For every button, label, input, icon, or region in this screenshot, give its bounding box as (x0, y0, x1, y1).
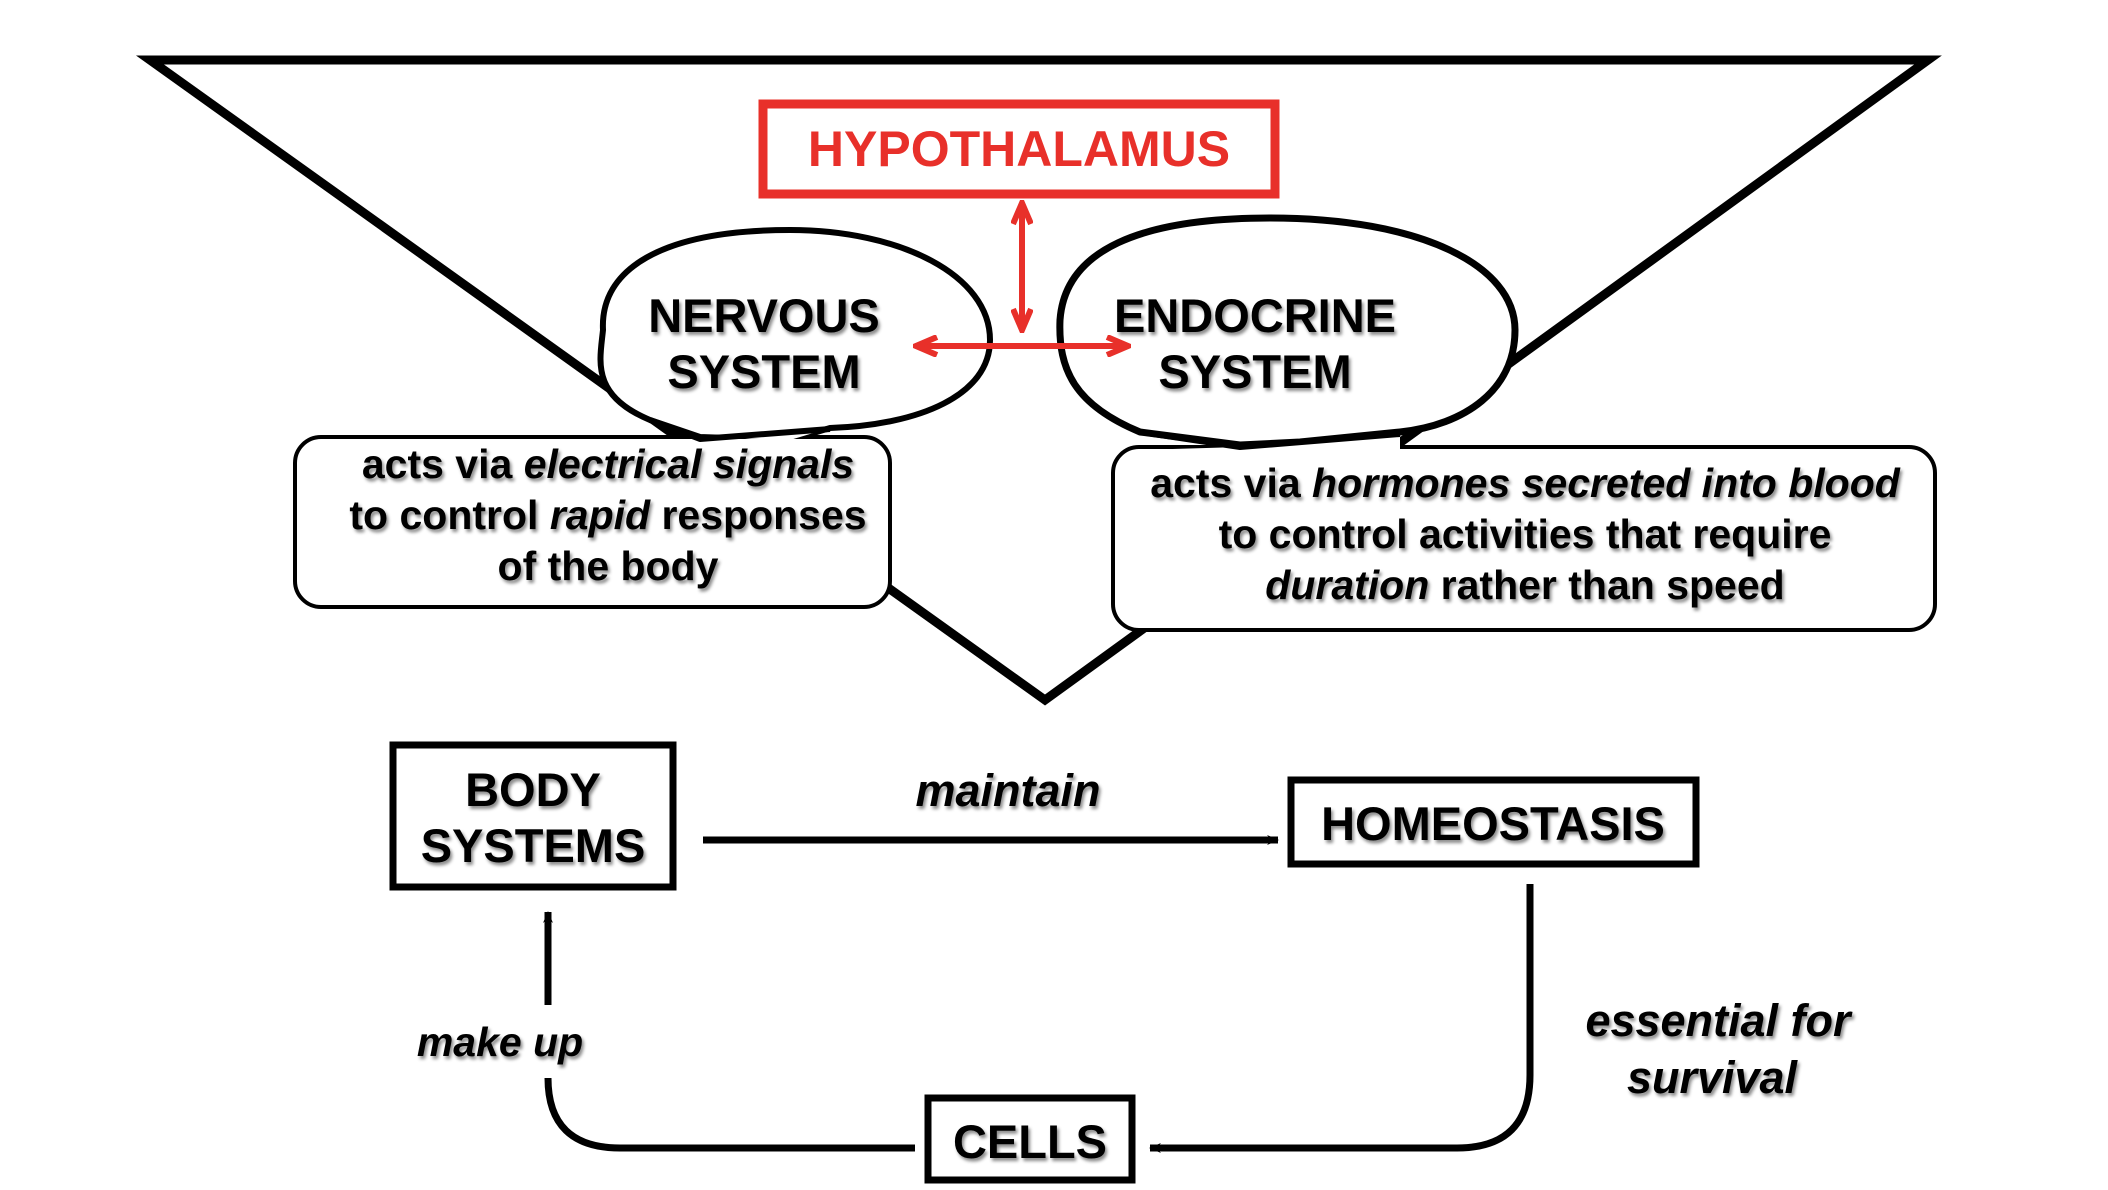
endocrine-callout-box (1111, 445, 1937, 632)
body-systems-box (389, 741, 677, 891)
essential-label-line2: survival (1627, 1052, 1799, 1103)
endocrine-system-bubble (1056, 214, 1519, 449)
endocrine-callout-line2: to control activities that require (1219, 511, 1832, 557)
maintain-label: maintain (915, 765, 1100, 816)
make-up-label: make up (417, 1019, 583, 1065)
nervous-callout-line1: acts via electrical signals (362, 441, 854, 487)
nervous-title-line2: SYSTEM (667, 345, 860, 398)
nervous-system-bubble (597, 227, 993, 443)
hypothalamus-label: HYPOTHALAMUS (808, 121, 1230, 177)
hypothalamus-box (758, 99, 1280, 199)
cells-box (924, 1094, 1136, 1184)
nervous-bubble-tail (648, 417, 831, 442)
homeostasis-label: HOMEOSTASIS (1321, 797, 1665, 850)
nervous-callout-line3: of the body (498, 543, 719, 589)
endocrine-callout-line1: acts via hormones secreted into blood (1150, 460, 1901, 506)
endocrine-callout-line3: duration rather than speed (1265, 562, 1784, 608)
make-up-curve (544, 1077, 915, 1152)
essential-label-line1: essential for (1585, 995, 1853, 1046)
endocrine-bubble-tail (1139, 429, 1401, 450)
endocrine-title-line2: SYSTEM (1158, 345, 1351, 398)
cells-label: CELLS (953, 1115, 1107, 1168)
nervous-title-line1: NERVOUS (648, 289, 880, 342)
endocrine-title-line1: ENDOCRINE (1114, 289, 1396, 342)
body-systems-line2: SYSTEMS (421, 819, 646, 872)
nervous-callout-line2: to control rapid responses (349, 492, 866, 538)
essential-arrow (1149, 884, 1534, 1153)
homeostasis-box (1287, 776, 1700, 868)
nervous-callout-box (293, 435, 892, 609)
body-systems-line1: BODY (465, 763, 601, 816)
